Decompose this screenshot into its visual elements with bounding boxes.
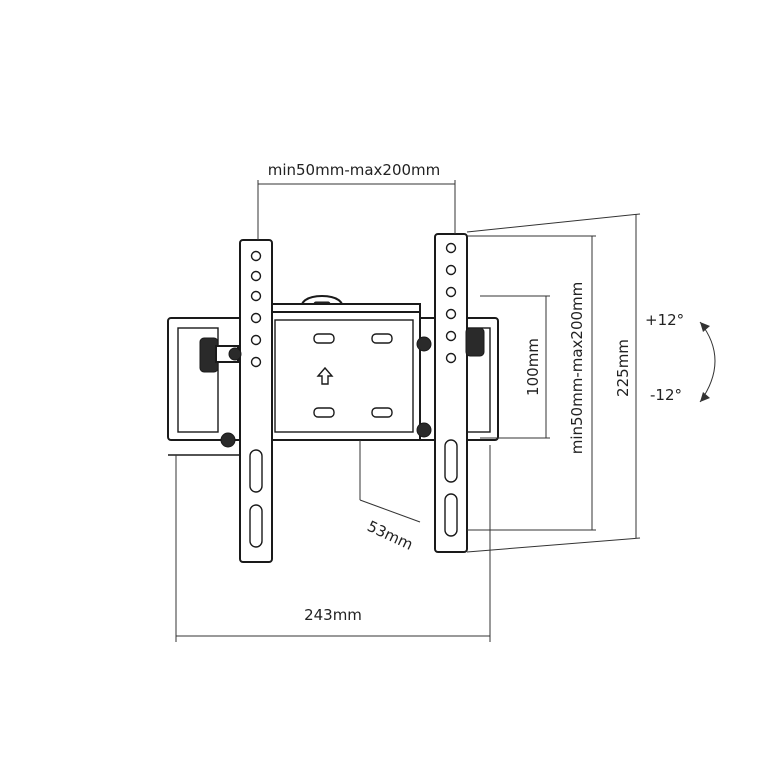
center-plate: [267, 294, 421, 441]
tilt-knob-icon: [199, 337, 242, 373]
tilt-arrow-bottom-icon: [700, 392, 710, 402]
dim-vertical-spacing: min50mm-max200mm: [467, 235, 596, 531]
support-bar: [267, 303, 421, 313]
tilt-arrow-top-icon: [700, 322, 710, 332]
left-arm: [239, 239, 273, 563]
bolt-icon: [220, 327, 485, 448]
up-arrow-icon: [316, 366, 334, 385]
right-arm: [434, 233, 468, 553]
tilt-up-label: +12°: [645, 311, 684, 329]
horizontal-spacing-label: min50mm-max200mm: [268, 161, 441, 179]
tilt-down-label: -12°: [650, 386, 682, 404]
dim-depth: 53mm: [359, 440, 421, 554]
tilt-indicator: +12° -12°: [645, 311, 716, 404]
depth-label: 53mm: [364, 517, 415, 554]
dim-inner-height: 100mm: [480, 295, 550, 439]
dim-total-width: 243mm: [175, 445, 491, 642]
dim-horizontal-spacing: min50mm-max200mm: [257, 161, 456, 240]
vertical-spacing-label: min50mm-max200mm: [568, 282, 586, 455]
inner-height-label: 100mm: [524, 338, 542, 396]
total-height-label: 225mm: [614, 339, 632, 397]
total-width-label: 243mm: [304, 606, 362, 624]
dim-total-height: 225mm: [466, 213, 641, 553]
